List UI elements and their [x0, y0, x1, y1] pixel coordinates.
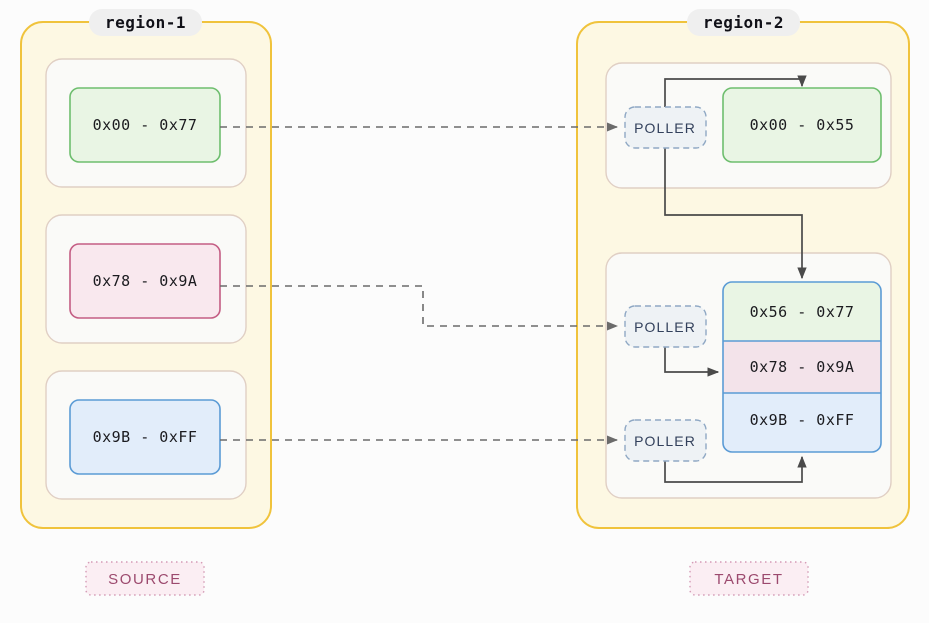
region-2-title-text: region-2 [703, 13, 784, 32]
region-1-title: region-1 [89, 9, 202, 36]
arrow-poller3-to-0x9B-0xFF [664, 455, 807, 483]
poller-middle-label: POLLER [634, 319, 696, 335]
target-tag-box [689, 561, 809, 596]
target-range-0x9B-0xFF-fill[interactable] [723, 393, 881, 452]
source-group-1: 0x00 - 0x77 [45, 58, 247, 188]
region-2-title: region-2 [687, 9, 800, 36]
poller-bottom[interactable]: POLLER [624, 419, 707, 462]
source-range-green-label: 0x00 - 0x77 [93, 116, 198, 134]
source-tag-box [85, 561, 205, 596]
source-range-pink-box[interactable] [69, 243, 221, 319]
poller-middle[interactable]: POLLER [624, 305, 707, 348]
arrow-poller2-to-0x78-0x9A [664, 347, 720, 377]
target-stacked-block: 0x56 - 0x77 0x78 - 0x9A 0x9B - 0xFF [722, 281, 882, 453]
arrow-src-pink-to-poller2 [220, 285, 619, 331]
source-range-blue-box[interactable] [69, 399, 221, 475]
source-range-blue-label: 0x9B - 0xFF [93, 428, 198, 446]
target-range-0x78-0x9A-fill[interactable] [723, 341, 881, 393]
target-range-0x9B-0xFF-label: 0x9B - 0xFF [750, 411, 855, 429]
source-tag-label: SOURCE [108, 571, 182, 588]
arrow-poller1-to-0x00-0x55 [664, 75, 807, 107]
source-range-pink-label: 0x78 - 0x9A [93, 272, 198, 290]
poller-top-box [624, 106, 707, 149]
target-tag[interactable]: TARGET [689, 561, 809, 596]
source-tag[interactable]: SOURCE [85, 561, 205, 596]
target-range-0x56-0x77-label: 0x56 - 0x77 [750, 303, 855, 321]
source-group-2: 0x78 - 0x9A [45, 214, 247, 344]
region-1-title-pill [89, 9, 202, 36]
poller-bottom-box [624, 419, 707, 462]
poller-middle-box [624, 305, 707, 348]
target-tag-label: TARGET [714, 571, 783, 588]
poller-top-label: POLLER [634, 120, 696, 136]
source-group-3: 0x9B - 0xFF [45, 370, 247, 500]
target-range-0x00-0x55-box[interactable] [722, 87, 882, 163]
target-range-0x78-0x9A-label: 0x78 - 0x9A [750, 358, 855, 376]
target-group-top: 0x00 - 0x55 [605, 62, 892, 189]
target-stacked-outline [722, 281, 882, 453]
source-range-green-box[interactable] [69, 87, 221, 163]
target-range-0x00-0x55-label: 0x00 - 0x55 [750, 116, 855, 134]
target-range-0x56-0x77-fill[interactable] [723, 282, 881, 341]
region-1-title-text: region-1 [105, 13, 186, 32]
poller-bottom-label: POLLER [634, 433, 696, 449]
arrow-poller1-to-0x56-0x77 [664, 148, 807, 280]
region-2-title-pill [687, 9, 800, 36]
poller-top[interactable]: POLLER [624, 106, 707, 149]
